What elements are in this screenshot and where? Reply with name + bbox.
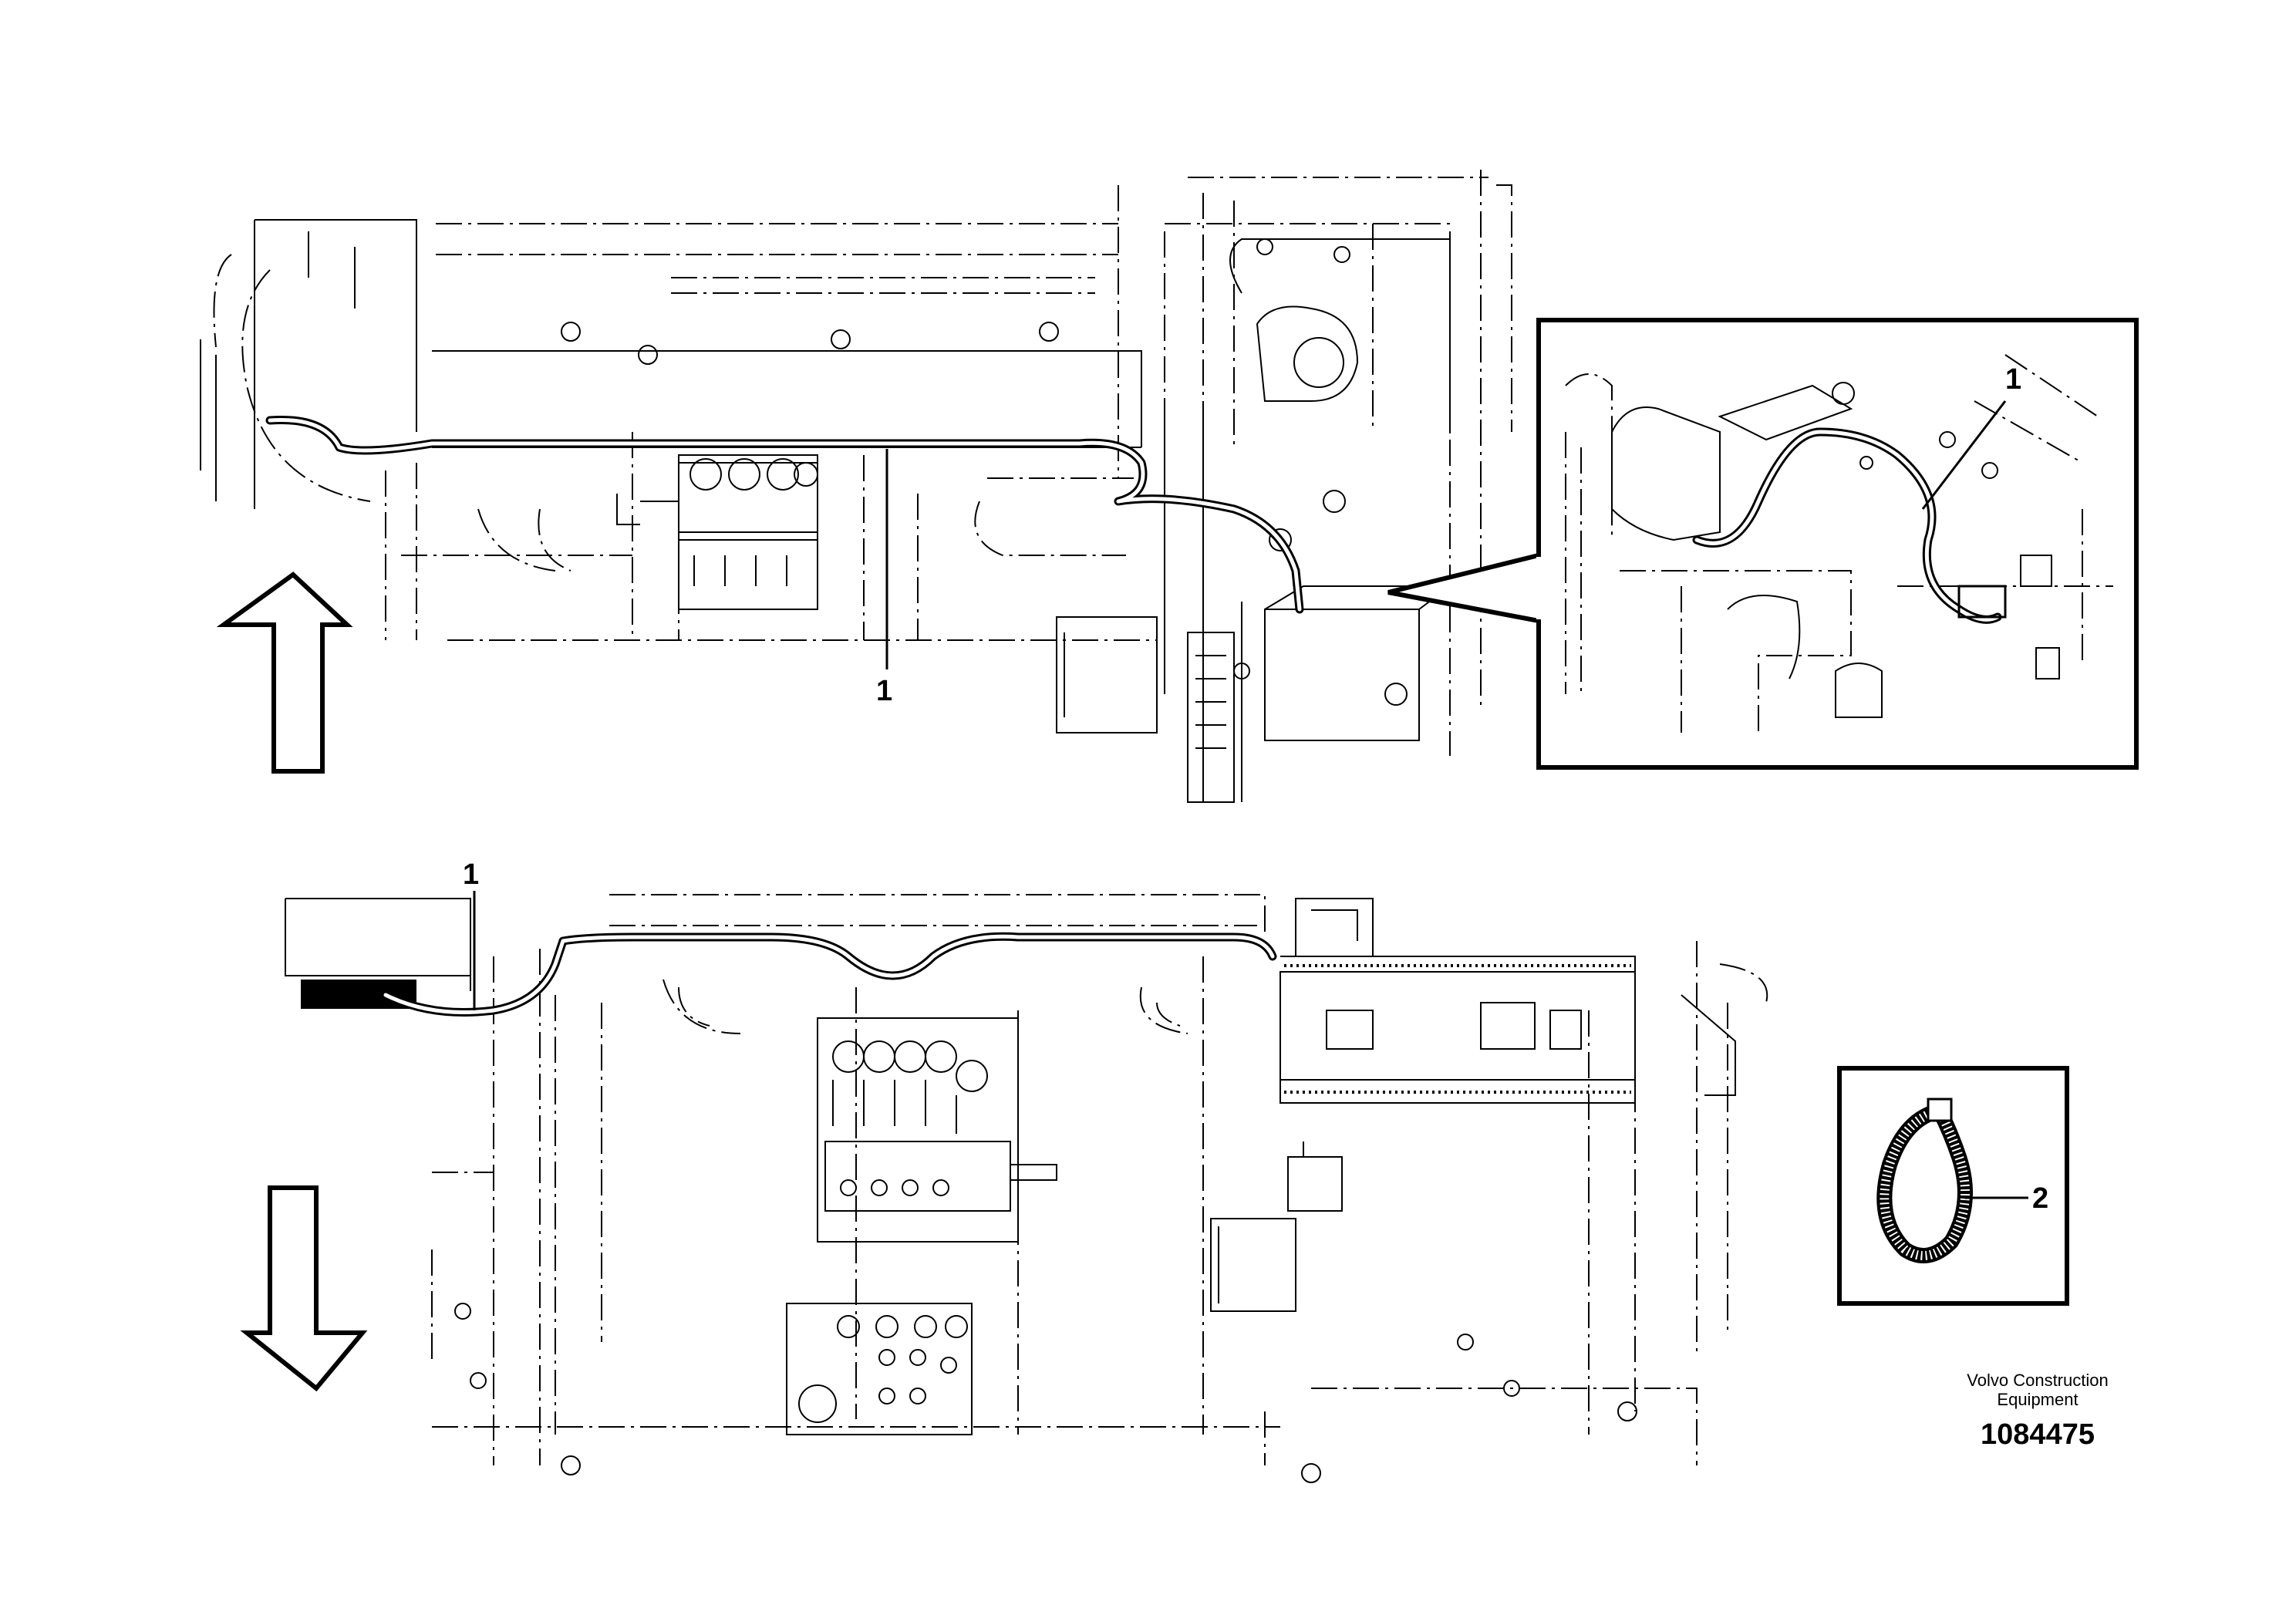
publisher-credit: Volvo Construction Equipment 1084475 — [1967, 1371, 2108, 1451]
wiring-harness-upper — [265, 415, 1304, 614]
lower-assembly-view: 1 — [240, 858, 1768, 1483]
wiring-harness-inset — [1692, 427, 2007, 624]
callout-harness-inset: 1 — [2005, 363, 2021, 396]
cable-tie-icon — [1876, 1098, 1973, 1263]
illustration-number: 1084475 — [1981, 1418, 2095, 1451]
control-box-lower — [1279, 898, 1636, 1104]
detail-inset: 1 — [1387, 318, 2139, 770]
valve-block-upper — [616, 454, 818, 610]
cable-tie-detail: 2 — [1837, 1066, 2069, 1306]
wiring-harness-lower — [381, 932, 1277, 1017]
callout-cable-tie: 2 — [2032, 1182, 2048, 1215]
callout-harness-lower: 1 — [463, 858, 479, 891]
valve-stack-lower — [817, 1017, 1057, 1243]
callout-harness-upper: 1 — [876, 675, 892, 707]
rear-direction-arrow — [240, 1185, 368, 1392]
valve-block-lower — [786, 1303, 973, 1435]
credit-line-1: Volvo Construction — [1967, 1371, 2108, 1390]
upper-assembly-view: 1 — [200, 170, 1512, 803]
forward-direction-arrow — [216, 572, 353, 774]
credit-line-2: Equipment — [1997, 1390, 2078, 1409]
